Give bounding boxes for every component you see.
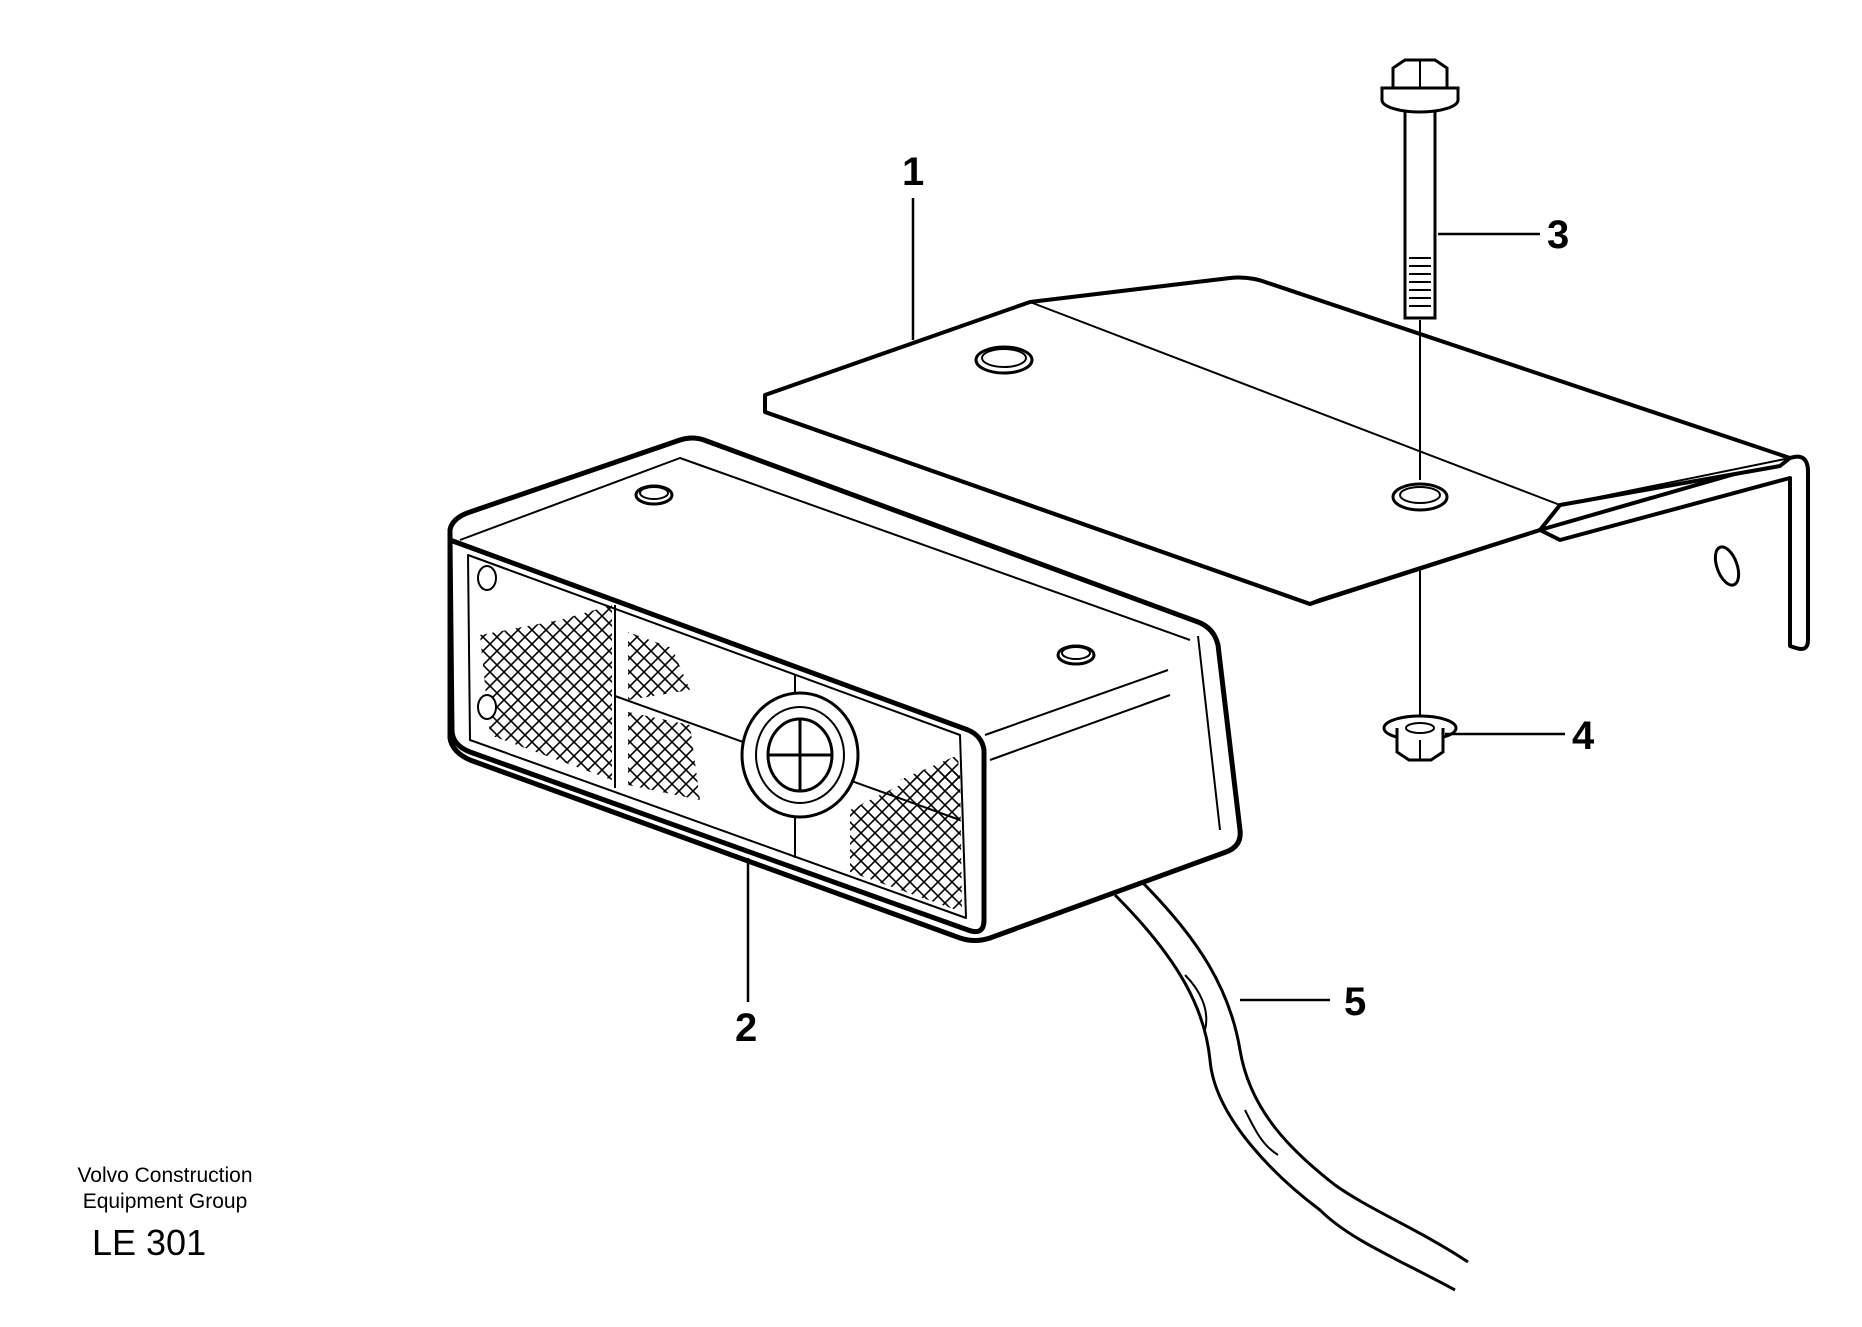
drawing-code: LE 301 (92, 1222, 207, 1263)
bolt (1380, 58, 1460, 480)
callout-2: 2 (735, 1006, 758, 1050)
cable (1113, 878, 1469, 1292)
rear-lamp (447, 435, 1243, 943)
company-name-line2: Equipment Group (82, 1190, 248, 1213)
callout-1: 1 (902, 150, 925, 194)
flange-nut (1382, 570, 1458, 762)
mounting-bracket (763, 275, 1810, 651)
company-name-line1: Volvo Construction (77, 1164, 253, 1187)
callout-3: 3 (1547, 213, 1570, 257)
leader-lines (746, 198, 1565, 1002)
callout-5: 5 (1344, 980, 1367, 1024)
callout-4: 4 (1572, 714, 1595, 758)
